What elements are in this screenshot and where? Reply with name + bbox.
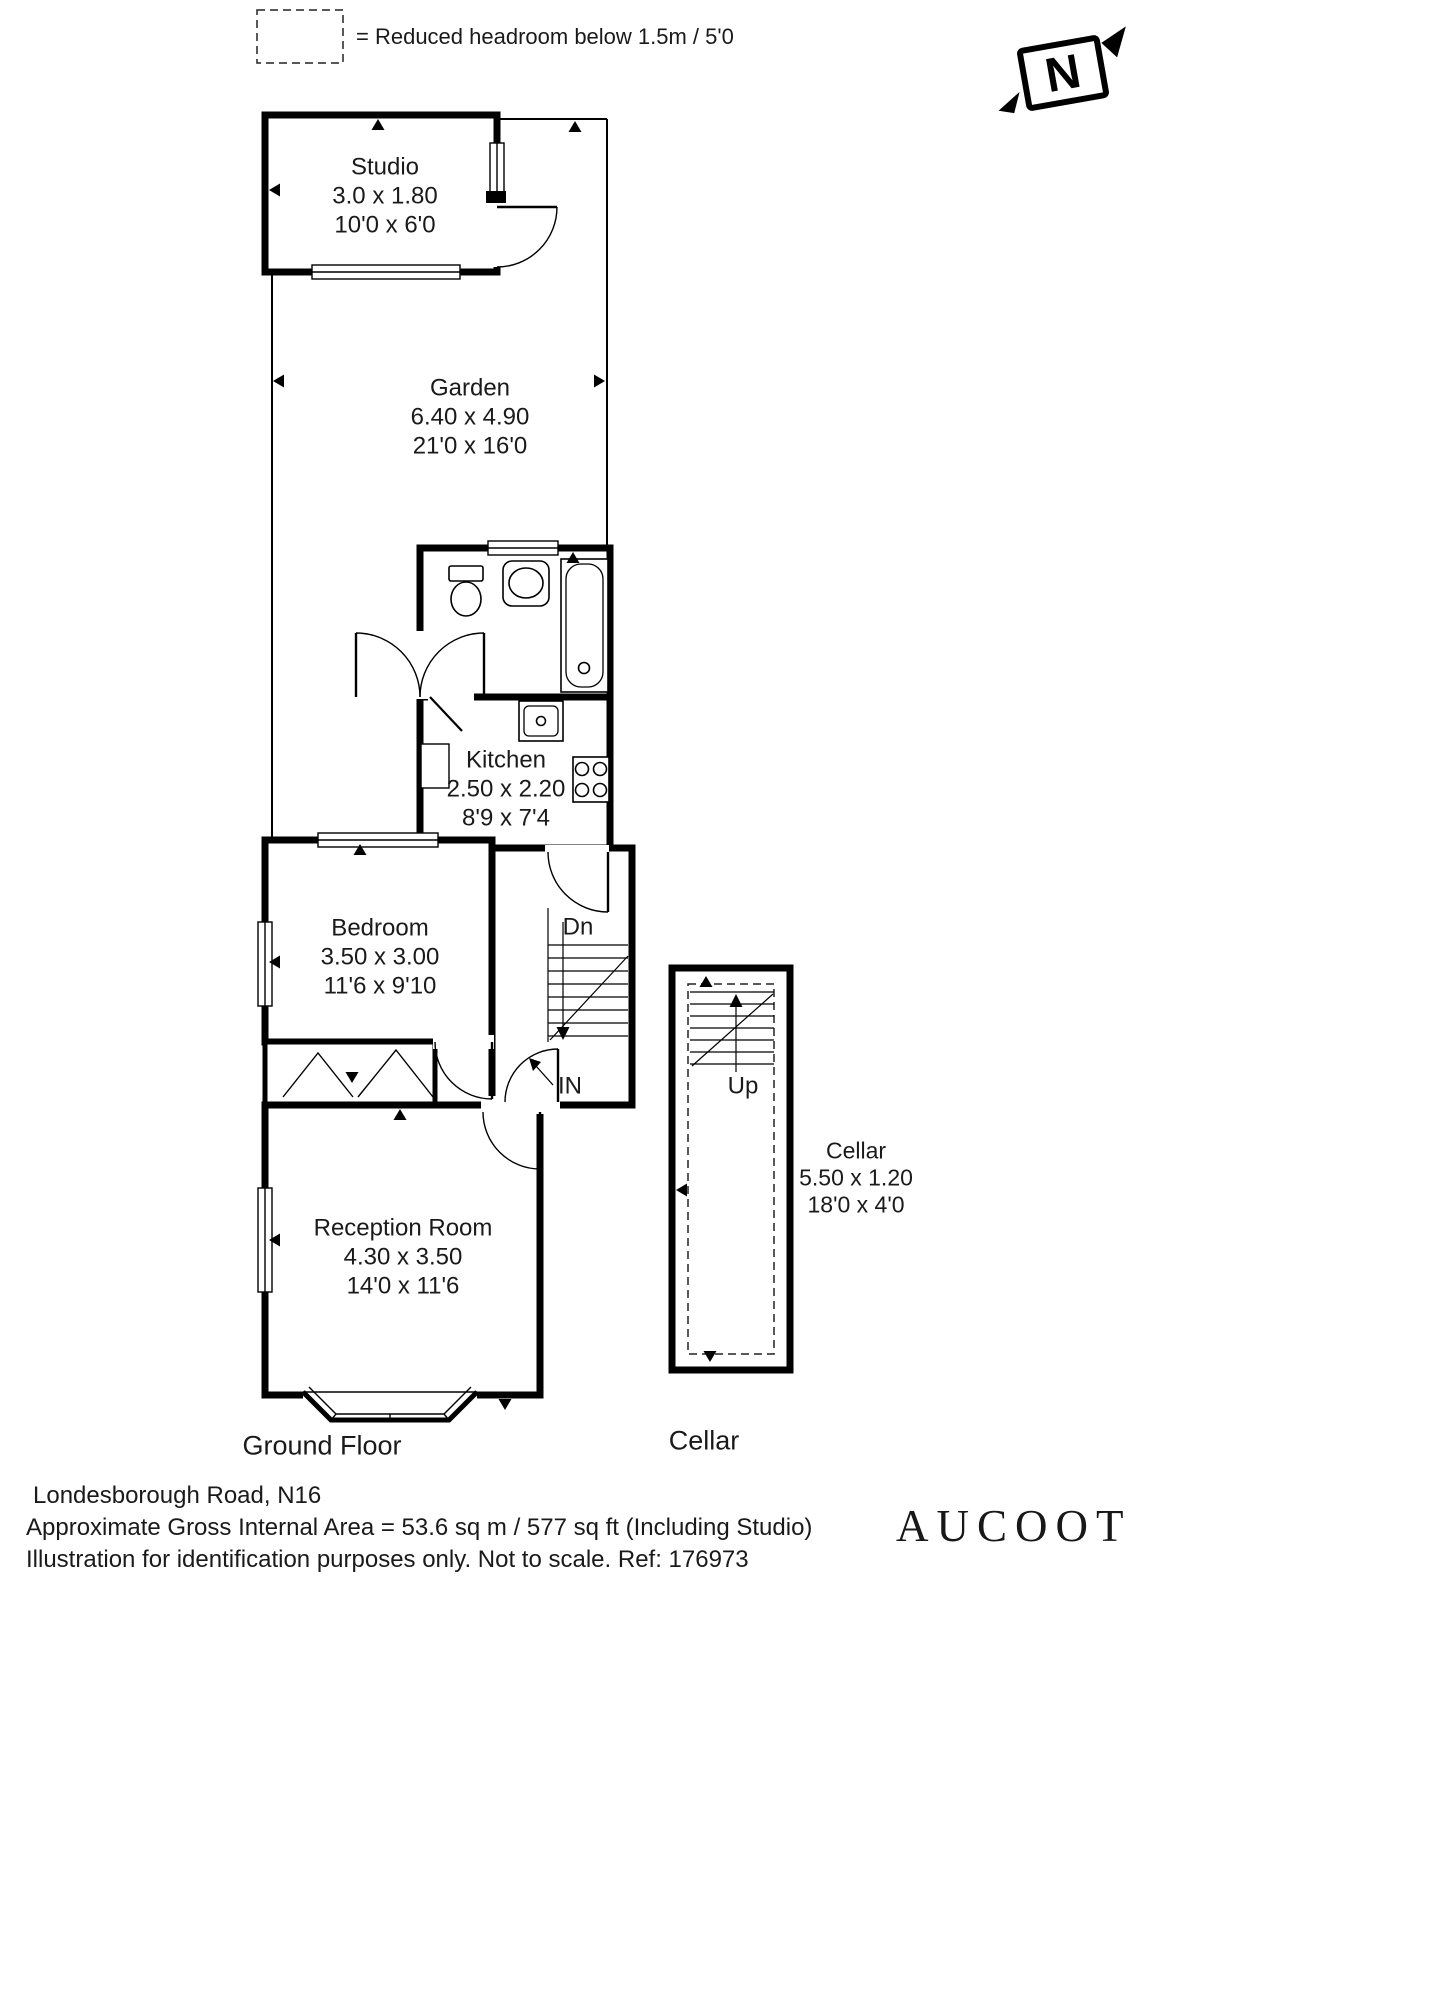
sink-icon xyxy=(502,560,550,607)
wardrobes xyxy=(282,1048,434,1098)
room-dim-imperial: 8'9 x 7'4 xyxy=(462,804,550,832)
fixtures xyxy=(420,191,610,803)
stairs-up-label: Up xyxy=(727,1072,759,1100)
room-label-studio: Studio 3.0 x 1.80 10'0 x 6'0 xyxy=(332,153,437,240)
wall-openings xyxy=(303,203,609,1400)
room-dim-imperial: 14'0 x 11'6 xyxy=(346,1272,460,1300)
reduced-headroom-area xyxy=(687,983,775,1355)
footer-disclaimer: Illustration for identification purposes… xyxy=(26,1546,749,1573)
floor-label-ground: Ground Floor xyxy=(242,1430,402,1461)
toilet-icon xyxy=(448,565,484,617)
room-dim-metric: 4.30 x 3.50 xyxy=(343,1243,463,1271)
reception-door xyxy=(482,1111,542,1170)
stairs-down-label: Dn xyxy=(562,913,594,941)
room-label-garden: Garden 6.40 x 4.90 21'0 x 16'0 xyxy=(411,374,530,461)
hob-icon xyxy=(572,756,610,803)
room-dim-imperial: 18'0 x 4'0 xyxy=(807,1191,905,1218)
room-label-bedroom: Bedroom 3.50 x 3.00 11'6 x 9'10 xyxy=(321,914,440,1001)
garden-boundary xyxy=(271,118,608,843)
bedroom-window-north xyxy=(317,832,439,848)
room-name: Kitchen xyxy=(465,746,547,774)
kitchen-hall-door xyxy=(547,851,610,913)
room-dim-imperial: 21'0 x 16'0 xyxy=(412,432,528,460)
back-door xyxy=(354,632,486,698)
stairs-down xyxy=(547,908,629,1042)
front-door xyxy=(504,1048,560,1103)
room-name: Cellar xyxy=(825,1137,887,1164)
room-name: Reception Room xyxy=(313,1214,493,1242)
room-dim-metric: 3.0 x 1.80 xyxy=(332,182,438,210)
room-dim-imperial: 10'0 x 6'0 xyxy=(334,211,436,239)
room-dim-metric: 6.40 x 4.90 xyxy=(410,403,530,431)
studio-window-east xyxy=(489,142,505,194)
stairs-down-arrow xyxy=(556,1027,570,1040)
cupboard-icon xyxy=(420,743,450,789)
room-label-reception: Reception Room 4.30 x 3.50 14'0 x 11'6 xyxy=(314,1214,493,1301)
studio-walls xyxy=(261,111,501,276)
measure-ticks xyxy=(269,119,717,1410)
bathroom-door xyxy=(429,696,463,732)
stairs-up-arrow xyxy=(729,994,743,1007)
windows xyxy=(257,142,559,1293)
kitchen-sink-icon xyxy=(518,700,564,742)
bedroom-window-west xyxy=(257,921,273,1007)
floor-label-cellar: Cellar xyxy=(668,1425,740,1456)
stairs-up xyxy=(690,991,774,1072)
bathroom-window xyxy=(487,540,559,556)
room-label-kitchen: Kitchen 2.50 x 2.20 8'9 x 7'4 xyxy=(447,746,566,833)
footer: Londesborough Road, N16 Approximate Gros… xyxy=(26,1480,812,1576)
studio-door xyxy=(496,205,558,268)
cellar-walls xyxy=(668,964,794,1374)
reduced-headroom-legend-swatch xyxy=(256,9,344,64)
room-label-cellar: Cellar 5.50 x 1.20 18'0 x 4'0 xyxy=(799,1138,913,1219)
footer-area: Approximate Gross Internal Area = 53.6 s… xyxy=(26,1514,813,1541)
hall-walls xyxy=(488,844,636,1109)
flue-icon xyxy=(486,191,506,203)
room-dim-metric: 3.50 x 3.00 xyxy=(320,943,440,971)
entrance-arrow-icon xyxy=(529,1058,554,1086)
room-name: Garden xyxy=(429,374,511,402)
bathtub-icon xyxy=(560,558,609,693)
north-compass-icon xyxy=(998,26,1126,114)
aucoot-logo: AUCOOT xyxy=(896,1501,1132,1551)
room-dim-metric: 5.50 x 1.20 xyxy=(799,1164,913,1191)
room-dim-metric: 2.50 x 2.20 xyxy=(446,775,566,803)
room-name: Bedroom xyxy=(331,914,429,942)
room-name: Studio xyxy=(350,153,420,181)
bay-window xyxy=(301,1386,479,1423)
entrance-label: IN xyxy=(558,1072,582,1100)
footer-address: Londesborough Road, N16 xyxy=(33,1482,322,1509)
legend-text: = Reduced headroom below 1.5m / 5'0 xyxy=(356,24,734,49)
room-dim-imperial: 11'6 x 9'10 xyxy=(323,972,437,1000)
studio-window-south xyxy=(311,264,461,280)
doors xyxy=(354,205,610,1170)
bedroom-door xyxy=(434,1041,494,1100)
